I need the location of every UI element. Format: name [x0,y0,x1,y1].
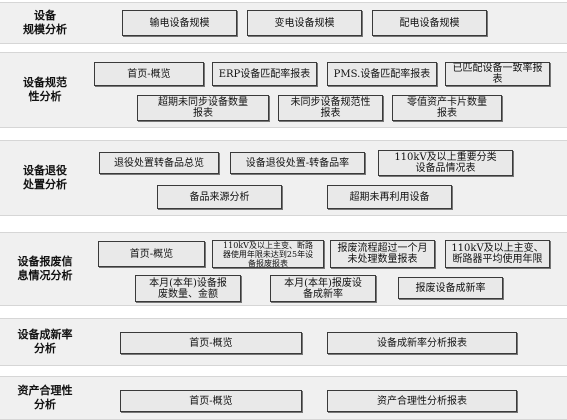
node-110kv-under25: 110kV及以上主变、断路 器使用年限未达到25年设 备报废报表 [212,240,324,268]
node-scrap-newness-rate: 报废设备成新率 [398,277,503,299]
node-transmission-scale: 输电设备规模 [122,10,237,36]
section-label-newness: 设备成新率 分析 [17,328,73,355]
node-scrap-newness: 本月(本年)报废设 备成新率 [270,275,376,302]
node-unsync-standard: 未同步设备规范性 报表 [278,95,383,121]
section-label-scale: 设备 规模分析 [23,9,67,36]
node-erp-match: ERP设备匹配率报表 [212,62,317,86]
section-label-asset-rationality: 资产合理性 分析 [17,384,73,411]
node-retire-overview: 退役处置转备品总览 [99,152,219,174]
section-label-scrap: 设备报废信 息情况分析 [17,255,73,282]
node-spare-source: 备品来源分析 [157,185,282,209]
node-home-overview-2: 首页-概览 [98,241,205,267]
node-home-overview-3: 首页-概览 [120,332,302,354]
node-overdue-reuse: 超期未再利用设备 [327,185,452,209]
node-overdue-unsync: 超期未同步设备数量 报表 [137,95,269,121]
node-home-overview-4: 首页-概览 [120,390,302,412]
node-pms-match: PMS.设备匹配率报表 [327,62,437,86]
node-home-overview-1: 首页-概览 [94,62,204,86]
node-newness-report: 设备成新率分析报表 [327,332,517,354]
section-label-standard: 设备规范 性分析 [23,76,67,103]
node-distribution-scale: 配电设备规模 [372,10,487,36]
section-label-retirement: 设备退役 处置分析 [23,164,67,191]
node-zero-value: 零值资产卡片数量 报表 [392,95,502,121]
node-substation-scale: 变电设备规模 [247,10,362,36]
node-retire-rate: 设备退役处置-转备品率 [230,152,365,174]
node-scrap-amount: 本月(本年)设备报 废数量、金额 [135,275,241,302]
node-scrap-overdue: 报废流程超过一个月 未处理数量报表 [330,240,435,268]
node-asset-rationality-report: 资产合理性分析报表 [327,390,517,412]
node-110kv-avg-life: 110kV及以上主变、 断路器平均使用年限 [445,240,550,268]
node-110kv-spare: 110kV及以上重要分类 设备品情况表 [378,150,513,176]
node-consistency: 已匹配设备一致率报 表 [445,62,550,86]
